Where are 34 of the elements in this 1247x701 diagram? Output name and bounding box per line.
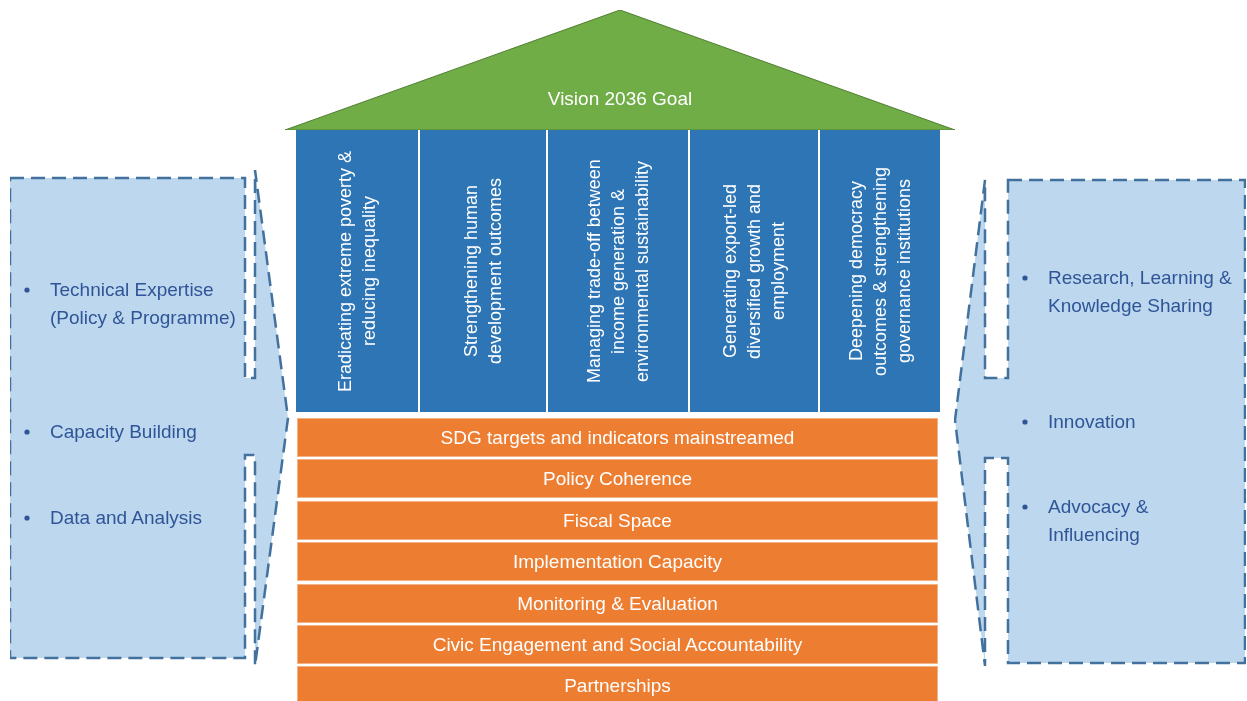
pillar: [820, 130, 940, 412]
bullet-item: Data and Analysis: [50, 506, 204, 530]
bullet-item: Research, Learning & Knowledge Sharing: [1048, 266, 1233, 318]
bar-label: Fiscal Space: [563, 509, 672, 532]
bar-label: SDG targets and indicators mainstreamed: [440, 426, 795, 449]
roof-triangle: [285, 10, 955, 130]
pillar-label: Deepening democracy outcomes & strengthening governance institutions: [845, 165, 915, 378]
bullet-item: Innovation: [1048, 410, 1137, 434]
foundation-bar: [297, 542, 938, 581]
pillar-label: Strengthening human development outcomes: [460, 176, 506, 367]
pillar: [420, 130, 546, 412]
foundation-bar: [297, 666, 938, 701]
pillar: [548, 130, 688, 412]
foundation-bar: [297, 418, 938, 457]
pillar-label: Managing trade-off between income generation & environmental sustainability: [583, 158, 653, 385]
bar-label: Implementation Capacity: [512, 550, 723, 573]
bar-label: Partnerships: [564, 674, 671, 697]
bar-label: Monitoring & Evaluation: [517, 592, 718, 615]
foundation-bar: [297, 584, 938, 623]
foundation-bar: [297, 459, 938, 498]
goal-title: Vision 2036 Goal: [546, 88, 694, 110]
bullet-item: Advocacy & Influencing: [1048, 495, 1150, 547]
callout-arrow: [10, 170, 290, 666]
bullet-item: Technical Expertise (Policy & Programme): [50, 278, 237, 330]
bar-label: Policy Coherence: [543, 467, 692, 490]
bar-label: Civic Engagement and Social Accountability: [432, 633, 803, 656]
pillar-label: Generating export-led diversified growth and employment: [719, 182, 789, 361]
pillar: [690, 130, 818, 412]
bullet-item: Capacity Building: [50, 420, 198, 444]
pillar-label: Eradicating extreme poverty & reducing inequality: [334, 149, 380, 394]
foundation-bar: [297, 625, 938, 664]
pillar: [296, 130, 418, 412]
foundation-bar: [297, 501, 938, 540]
callout-arrow: [954, 178, 1246, 666]
